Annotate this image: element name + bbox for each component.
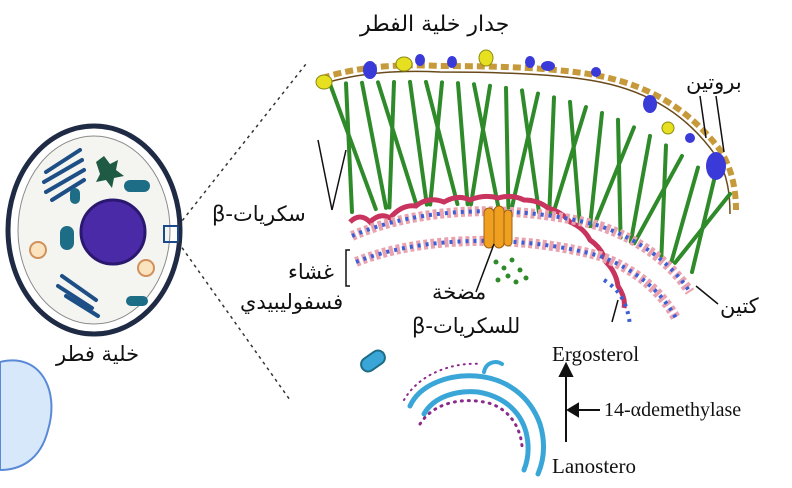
label-ergosterol: Ergosterol xyxy=(552,344,639,365)
glucan-fiber xyxy=(675,194,730,263)
glucan-fiber xyxy=(553,107,586,215)
label-lanosterol: Lanostero xyxy=(552,456,636,477)
endoplasmic-reticulum xyxy=(404,362,544,474)
glucan-fiber xyxy=(618,120,621,238)
glucan-fiber xyxy=(661,145,666,256)
fungal-cell xyxy=(8,64,306,400)
glucan-fiber xyxy=(549,97,554,214)
glucan-fiber xyxy=(570,102,580,223)
label-fungal-cell-wall: جدار خلية الفطر xyxy=(360,14,509,36)
label-enzyme: 14-αdemethylase xyxy=(604,400,741,420)
nucleus xyxy=(81,200,145,264)
label-membrane-line1: غشاء xyxy=(288,262,334,283)
label-membrane-line2: فسفوليبيدي xyxy=(240,292,343,313)
label-pump-line2: للسكريات-β xyxy=(412,316,520,337)
glucan-fiber xyxy=(672,168,698,262)
glucan-fiber xyxy=(506,88,508,208)
callout-bubble xyxy=(0,360,51,470)
label-fungal-cell: خلية فطر xyxy=(56,344,139,365)
glucan-fiber xyxy=(346,83,352,212)
glucan-fiber xyxy=(389,82,394,208)
pathway-arrows xyxy=(560,364,600,442)
glucan-fiber xyxy=(634,156,682,243)
glucan-fiber xyxy=(458,83,468,204)
label-protein: بروتين xyxy=(686,72,742,93)
label-beta-glucans: سكريات-β xyxy=(212,204,306,225)
glucan-fiber xyxy=(631,136,650,242)
label-pump-line1: مضخة xyxy=(432,282,486,303)
label-chitin: كتين xyxy=(720,296,759,317)
